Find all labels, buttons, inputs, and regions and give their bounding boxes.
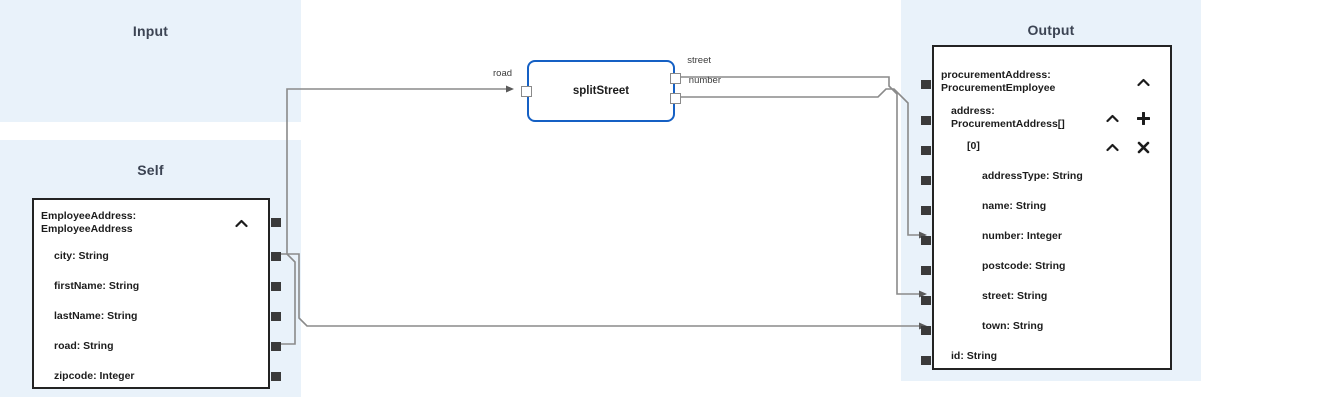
- output-port-street[interactable]: [921, 296, 931, 305]
- lane-input: Input: [0, 0, 301, 122]
- lane-output-title: Output: [1027, 22, 1075, 38]
- output-row-actions: [1105, 140, 1150, 154]
- output-port-addresstype[interactable]: [921, 176, 931, 185]
- chevron-up-icon[interactable]: [1105, 111, 1119, 125]
- output-port-procurementaddress[interactable]: [921, 80, 931, 89]
- output-port-town[interactable]: [921, 326, 931, 335]
- output-row-id[interactable]: id: String: [934, 350, 1170, 364]
- self-port-header[interactable]: [271, 218, 281, 227]
- output-row-number[interactable]: number: Integer: [934, 230, 1170, 244]
- function-output-port-label: number: [688, 75, 721, 86]
- wire-arrow-road: [506, 85, 514, 93]
- output-row-street[interactable]: street: String: [934, 290, 1170, 304]
- self-field-label: zipcode: Integer: [54, 370, 135, 383]
- self-row-zipcode[interactable]: zipcode: Integer: [34, 370, 268, 384]
- self-schema-node[interactable]: EmployeeAddress: EmployeeAddress city: S…: [32, 198, 281, 389]
- self-field-label: firstName: String: [54, 280, 140, 293]
- output-row-postcode[interactable]: postcode: String: [934, 260, 1170, 274]
- self-port-zipcode[interactable]: [271, 372, 281, 381]
- plus-icon[interactable]: [1136, 111, 1150, 125]
- output-row-actions: [1136, 75, 1150, 89]
- output-row-label: address: ProcurementAddress[]: [951, 104, 1065, 131]
- function-input-port-label: road: [493, 68, 513, 79]
- function-node-splitstreet[interactable]: splitStreet road street number: [493, 55, 721, 122]
- wire-number-to-number: [681, 88, 919, 236]
- self-row-road[interactable]: road: String: [34, 340, 268, 354]
- wire-street-to-street: [681, 76, 919, 295]
- output-row-label: number: Integer: [982, 230, 1062, 243]
- self-port-road[interactable]: [271, 342, 281, 351]
- self-port-city[interactable]: [271, 252, 281, 261]
- function-output-port-number[interactable]: [670, 93, 681, 104]
- output-port-number[interactable]: [921, 236, 931, 245]
- lane-self-title: Self: [137, 162, 164, 178]
- chevron-up-icon[interactable]: [234, 216, 248, 230]
- self-port-firstname[interactable]: [271, 282, 281, 291]
- lane-input-title: Input: [132, 23, 169, 39]
- output-row-label: town: String: [982, 320, 1044, 333]
- output-row-label: addressType: String: [982, 170, 1083, 183]
- output-row-label: name: String: [982, 200, 1047, 213]
- self-row-header[interactable]: EmployeeAddress: EmployeeAddress: [34, 208, 268, 238]
- wire-city-to-town: [281, 253, 919, 327]
- self-header-actions: [234, 216, 248, 230]
- close-icon[interactable]: [1136, 140, 1150, 154]
- output-row-label: [0]: [967, 140, 980, 153]
- wire-road-to-splitstreet: [281, 88, 506, 345]
- self-row-firstname[interactable]: firstName: String: [34, 280, 268, 294]
- output-port-address[interactable]: [921, 116, 931, 125]
- output-schema-node[interactable]: procurementAddress: ProcurementEmployee …: [921, 45, 1172, 370]
- output-row-label: id: String: [951, 350, 998, 363]
- function-output-port-street[interactable]: [670, 73, 681, 84]
- self-field-label: city: String: [54, 250, 109, 263]
- output-row-label: street: String: [982, 290, 1048, 303]
- function-node-title: splitStreet: [572, 85, 630, 97]
- output-row-addresstype[interactable]: addressType: String: [934, 170, 1170, 184]
- output-port-id[interactable]: [921, 356, 931, 365]
- output-row-address[interactable]: address: ProcurementAddress[]: [934, 104, 1170, 132]
- output-row-procurementaddress[interactable]: procurementAddress: ProcurementEmployee: [934, 68, 1170, 96]
- output-row-label: procurementAddress: ProcurementEmployee: [941, 68, 1056, 95]
- function-output-port-label: street: [687, 55, 711, 66]
- self-row-lastname[interactable]: lastName: String: [34, 310, 268, 324]
- output-port-index-0[interactable]: [921, 146, 931, 155]
- output-port-name[interactable]: [921, 206, 931, 215]
- output-port-postcode[interactable]: [921, 266, 931, 275]
- output-row-town[interactable]: town: String: [934, 320, 1170, 334]
- self-header-label: EmployeeAddress: EmployeeAddress: [41, 209, 137, 236]
- self-field-label: lastName: String: [54, 310, 138, 323]
- output-row-name[interactable]: name: String: [934, 200, 1170, 214]
- chevron-up-icon[interactable]: [1105, 140, 1119, 154]
- output-row-actions: [1105, 111, 1150, 125]
- self-field-label: road: String: [54, 340, 114, 353]
- output-row-index-0[interactable]: [0]: [934, 139, 1170, 155]
- output-row-label: postcode: String: [982, 260, 1066, 273]
- self-port-lastname[interactable]: [271, 312, 281, 321]
- chevron-up-icon[interactable]: [1136, 75, 1150, 89]
- self-row-city[interactable]: city: String: [34, 250, 268, 264]
- function-input-port-road[interactable]: [521, 86, 532, 97]
